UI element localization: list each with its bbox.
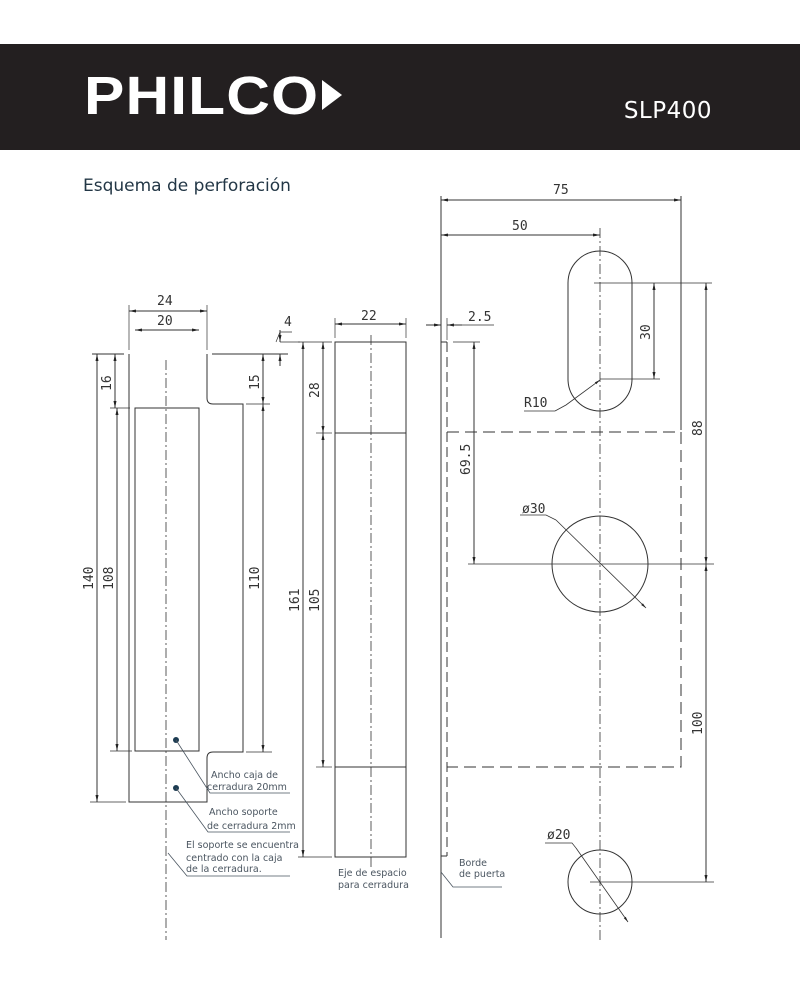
svg-text:de la cerradura.: de la cerradura. [186,864,262,875]
lock-case-view: 24 20 4 16 15 140 108 110 Ancho caja de [82,294,300,940]
svg-text:30: 30 [639,324,654,340]
svg-text:Ancho soporte: Ancho soporte [209,807,278,818]
svg-text:cerradura 20mm: cerradura 20mm [207,782,287,793]
svg-text:de puerta: de puerta [459,869,505,880]
model-number: SLP400 [623,98,712,124]
svg-text:20: 20 [157,314,173,329]
svg-text:ø20: ø20 [547,828,570,843]
svg-text:El soporte se encuentra: El soporte se encuentra [186,840,299,851]
svg-text:R10: R10 [524,396,547,411]
dim-24: 24 [157,294,173,309]
brand-logo: PHILCO [84,66,320,126]
svg-text:22: 22 [361,309,377,324]
svg-text:centrado con la caja: centrado con la caja [186,853,282,864]
svg-text:108: 108 [102,567,117,590]
svg-text:Borde: Borde [459,858,487,869]
svg-text:28: 28 [308,382,323,398]
svg-text:69.5: 69.5 [459,444,474,475]
svg-text:88: 88 [691,420,706,436]
svg-text:16: 16 [100,375,115,391]
door-face-view: 75 50 2.5 30 R10 69.5 88 ø30 [426,183,714,940]
svg-text:100: 100 [691,712,706,735]
svg-text:161: 161 [288,589,303,612]
page-title: Esquema de perforación [83,176,291,196]
svg-text:140: 140 [82,567,97,590]
svg-text:15: 15 [248,374,263,390]
svg-text:para cerradura: para cerradura [338,880,409,891]
svg-text:4: 4 [284,315,292,330]
header-bar: PHILCO SLP400 [0,44,800,150]
svg-text:Eje de espacio: Eje de espacio [338,868,407,879]
mortise-view: 22 28 161 105 Eje de espacio para cerrad… [288,309,409,891]
svg-text:2.5: 2.5 [468,310,491,325]
svg-text:110: 110 [248,567,263,590]
svg-text:ø30: ø30 [522,502,545,517]
svg-text:Ancho caja de: Ancho caja de [211,770,278,781]
brand-arrow-icon [322,80,342,110]
svg-text:105: 105 [308,589,323,612]
svg-text:75: 75 [553,183,569,198]
svg-text:50: 50 [512,219,528,234]
svg-text:de cerradura 2mm: de cerradura 2mm [207,821,296,832]
